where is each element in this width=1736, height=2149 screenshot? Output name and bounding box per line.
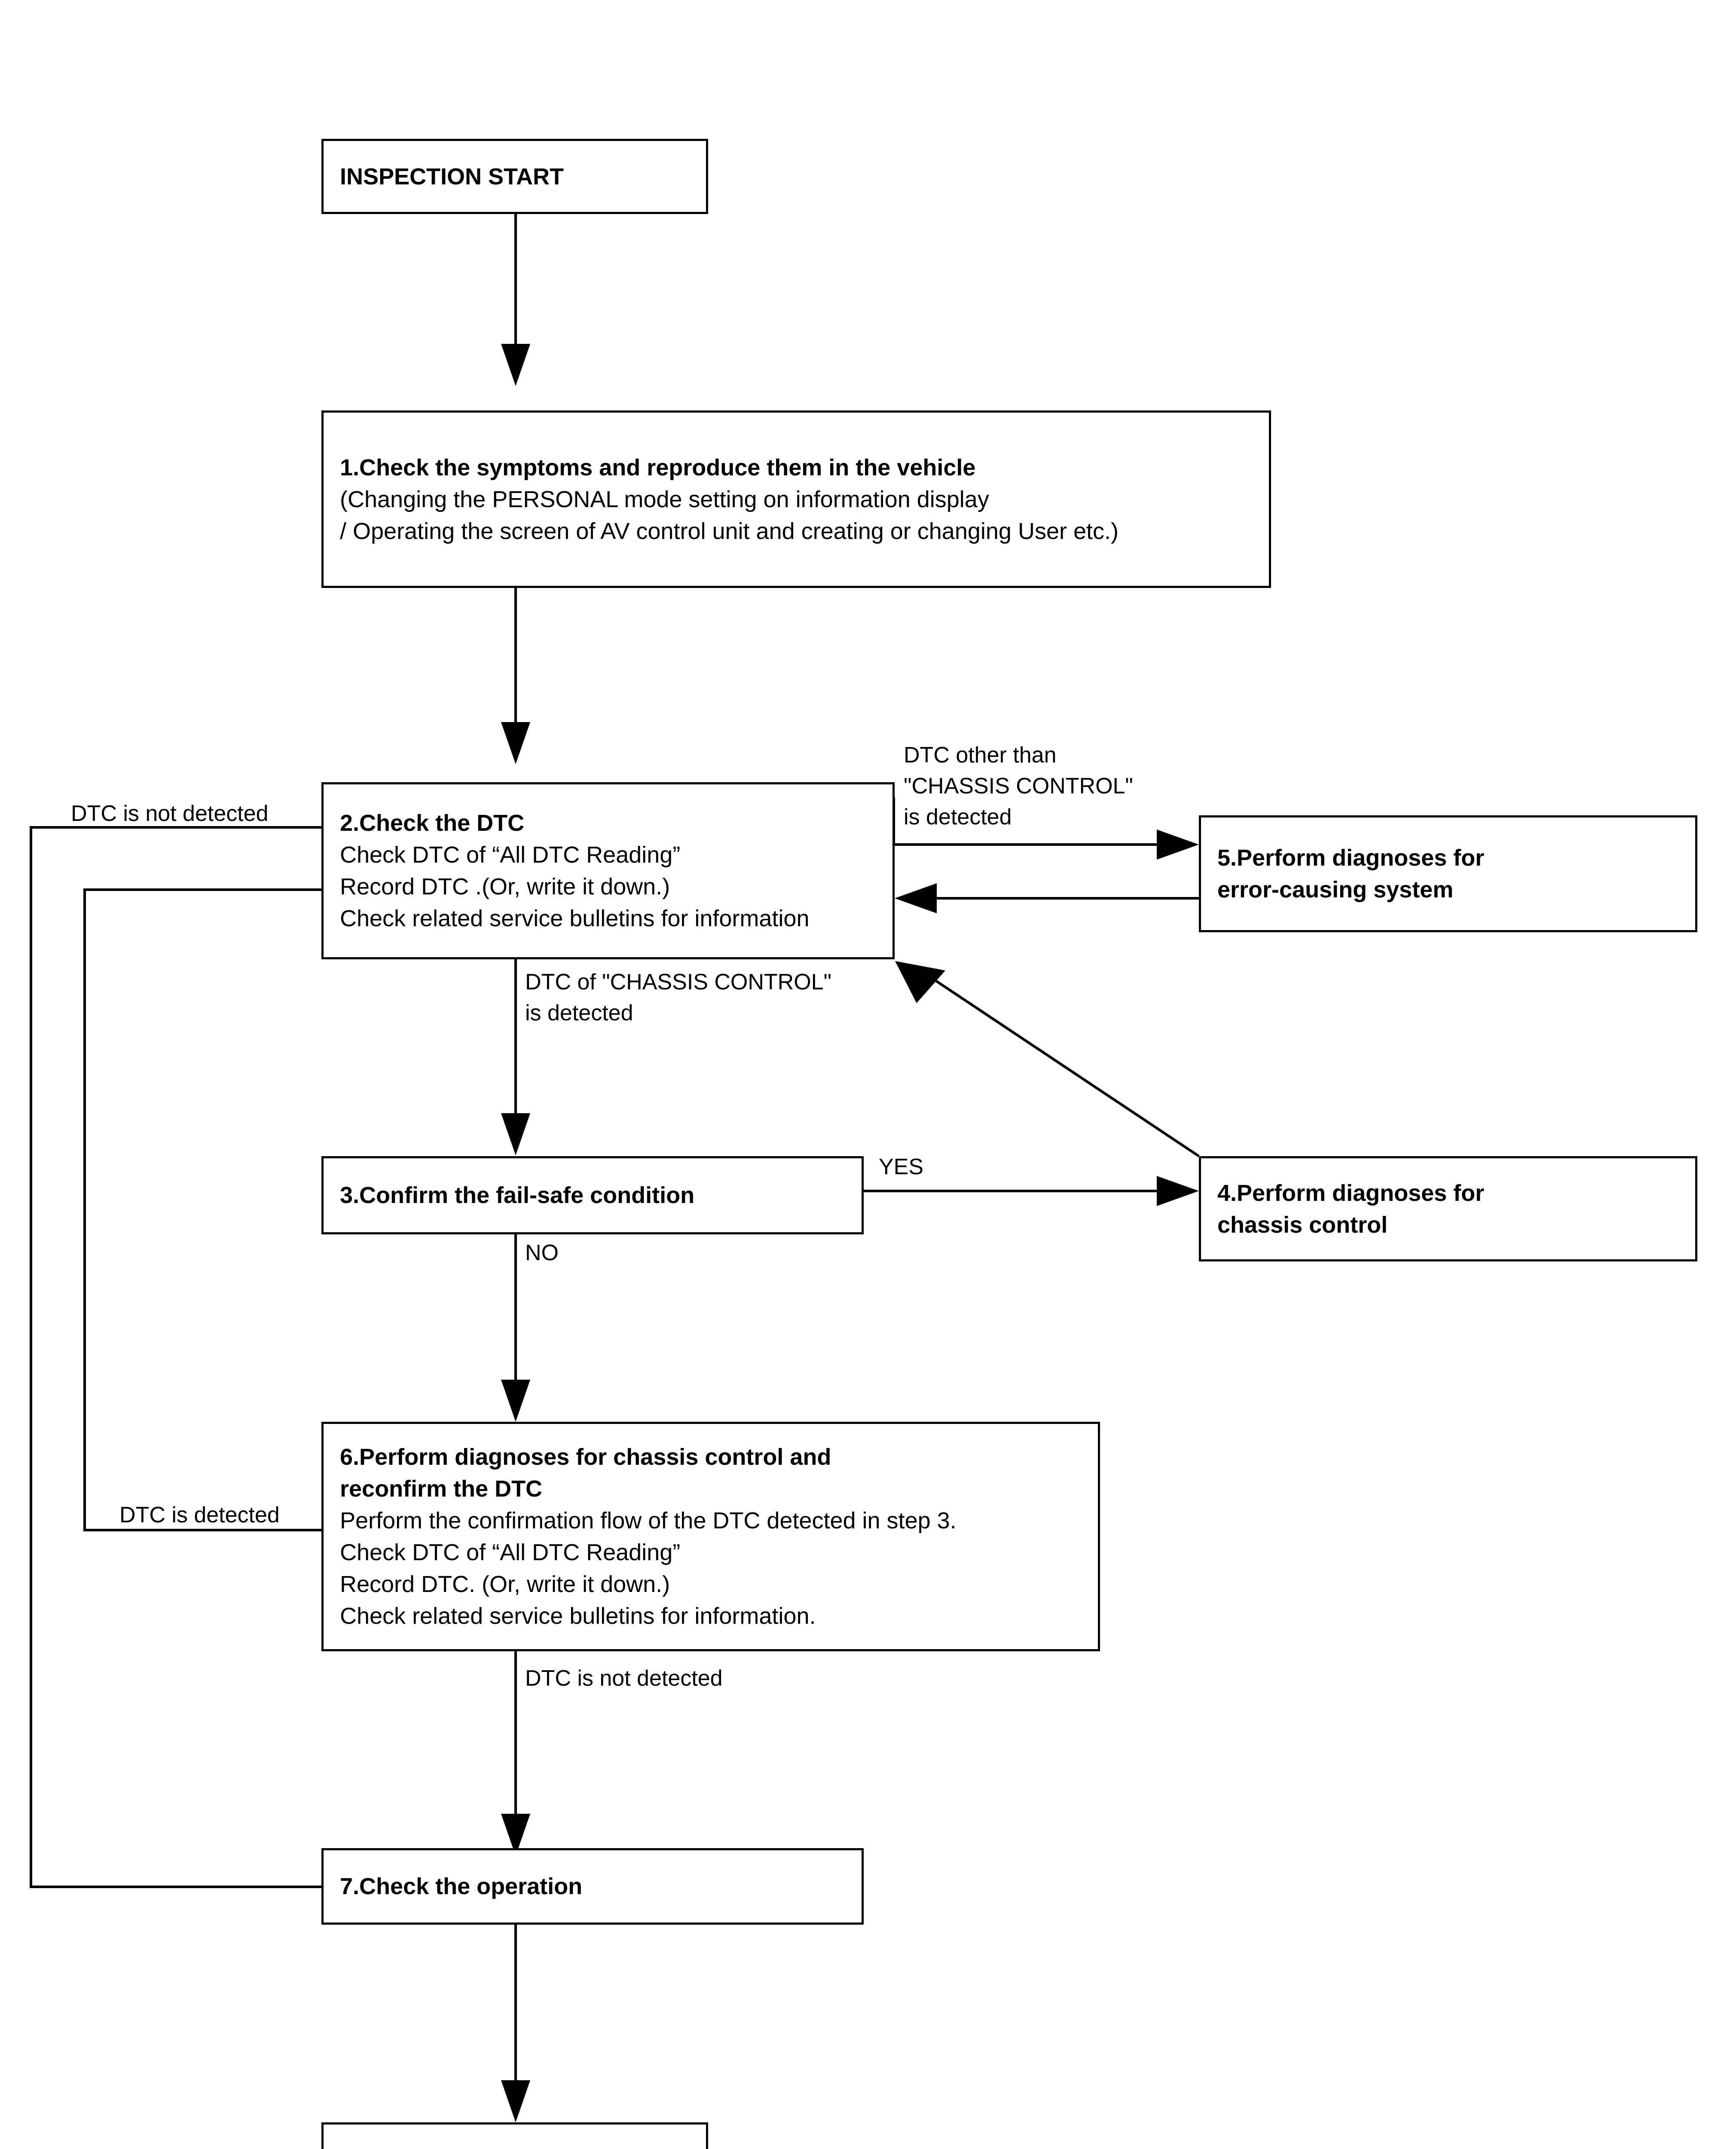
node-step-3-line-0: 3.Confirm the fail-safe condition: [340, 1182, 695, 1208]
edge-label-dtc-is-detected: DTC is detected: [119, 1503, 280, 1528]
node-step-4-line-0: 4.Perform diagnoses for: [1217, 1180, 1485, 1206]
arrowhead-step2-diag-in: [895, 961, 945, 1003]
edge-label-yes: YES: [879, 1154, 924, 1179]
arrowhead-step5-in: [1157, 830, 1199, 860]
arrowhead-step2-right-in: [895, 883, 937, 913]
node-inspection-start[interactable]: INSPECTION START: [321, 139, 708, 214]
node-step-6-line-0: 6.Perform diagnoses for chassis control …: [340, 1444, 831, 1470]
edge-label-dtc-not-detected-top: DTC is not detected: [71, 801, 269, 826]
arrowhead-end-in: [501, 2080, 530, 2122]
node-step-6-line-4: Record DTC. (Or, write it down.): [340, 1571, 670, 1597]
node-inspection-end[interactable]: INSPECTION END: [321, 2122, 708, 2149]
node-step-7[interactable]: 7.Check the operation: [321, 1848, 864, 1925]
edge-label-no: NO: [525, 1240, 559, 1265]
edge-label-dtc-other-than-line-3: is detected: [904, 805, 1012, 830]
node-inspection-start-line-0: INSPECTION START: [340, 163, 564, 190]
node-step-2-line-0: 2.Check the DTC: [340, 810, 525, 836]
node-step-3[interactable]: 3.Confirm the fail-safe condition: [321, 1156, 864, 1234]
wire-step2-to-step7: [30, 826, 501, 1888]
node-step-1-line-1: (Changing the PERSONAL mode setting on i…: [340, 486, 989, 512]
edge-label-dtc-other-than-line-1: DTC other than: [904, 743, 1057, 768]
node-step-6[interactable]: 6.Perform diagnoses for chassis control …: [321, 1422, 1100, 1651]
node-step-2-line-1: Check DTC of “All DTC Reading”: [340, 842, 681, 868]
arrowhead-step4-in: [1157, 1176, 1199, 1206]
node-step-6-line-3: Check DTC of “All DTC Reading”: [340, 1540, 681, 1565]
wire-step4-to-step2: [914, 966, 1200, 1157]
node-step-6-line-1: reconfirm the DTC: [340, 1476, 543, 1502]
edge-label-dtc-chassis-line-2: is detected: [525, 1001, 633, 1026]
node-step-1-line-2: / Operating the screen of AV control uni…: [340, 518, 1119, 544]
arrowhead-step1-in: [501, 344, 530, 386]
node-step-2-line-3: Check related service bulletins for info…: [340, 906, 810, 931]
node-step-1[interactable]: 1.Check the symptoms and reproduce them …: [321, 410, 1271, 588]
node-step-4[interactable]: 4.Perform diagnoses for chassis control: [1199, 1156, 1697, 1261]
edge-label-dtc-other-than-line-2: "CHASSIS CONTROL": [904, 774, 1133, 799]
arrowhead-step2-in: [501, 722, 530, 764]
edge-label-dtc-not-detected-bottom: DTC is not detected: [525, 1666, 723, 1691]
arrowhead-step3-in: [501, 1113, 530, 1155]
node-step-6-line-5: Check related service bulletins for info…: [340, 1603, 816, 1629]
node-step-5[interactable]: 5.Perform diagnoses for error-causing sy…: [1199, 815, 1697, 932]
node-step-7-line-0: 7.Check the operation: [340, 1873, 583, 1899]
arrowhead-step6-in: [501, 1380, 530, 1422]
node-inspection-end-line-0: INSPECTION END: [340, 2144, 697, 2149]
node-step-2-line-2: Record DTC .(Or, write it down.): [340, 874, 670, 900]
node-step-2[interactable]: 2.Check the DTC Check DTC of “All DTC Re…: [321, 782, 895, 959]
node-step-6-line-2: Perform the confirmation flow of the DTC…: [340, 1508, 957, 1534]
node-step-4-line-1: chassis control: [1217, 1212, 1388, 1238]
node-step-5-line-1: error-causing system: [1217, 877, 1454, 903]
edge-label-dtc-chassis-line-1: DTC of "CHASSIS CONTROL": [525, 970, 832, 995]
node-step-1-line-0: 1.Check the symptoms and reproduce them …: [340, 454, 976, 481]
node-step-5-line-0: 5.Perform diagnoses for: [1217, 845, 1485, 871]
